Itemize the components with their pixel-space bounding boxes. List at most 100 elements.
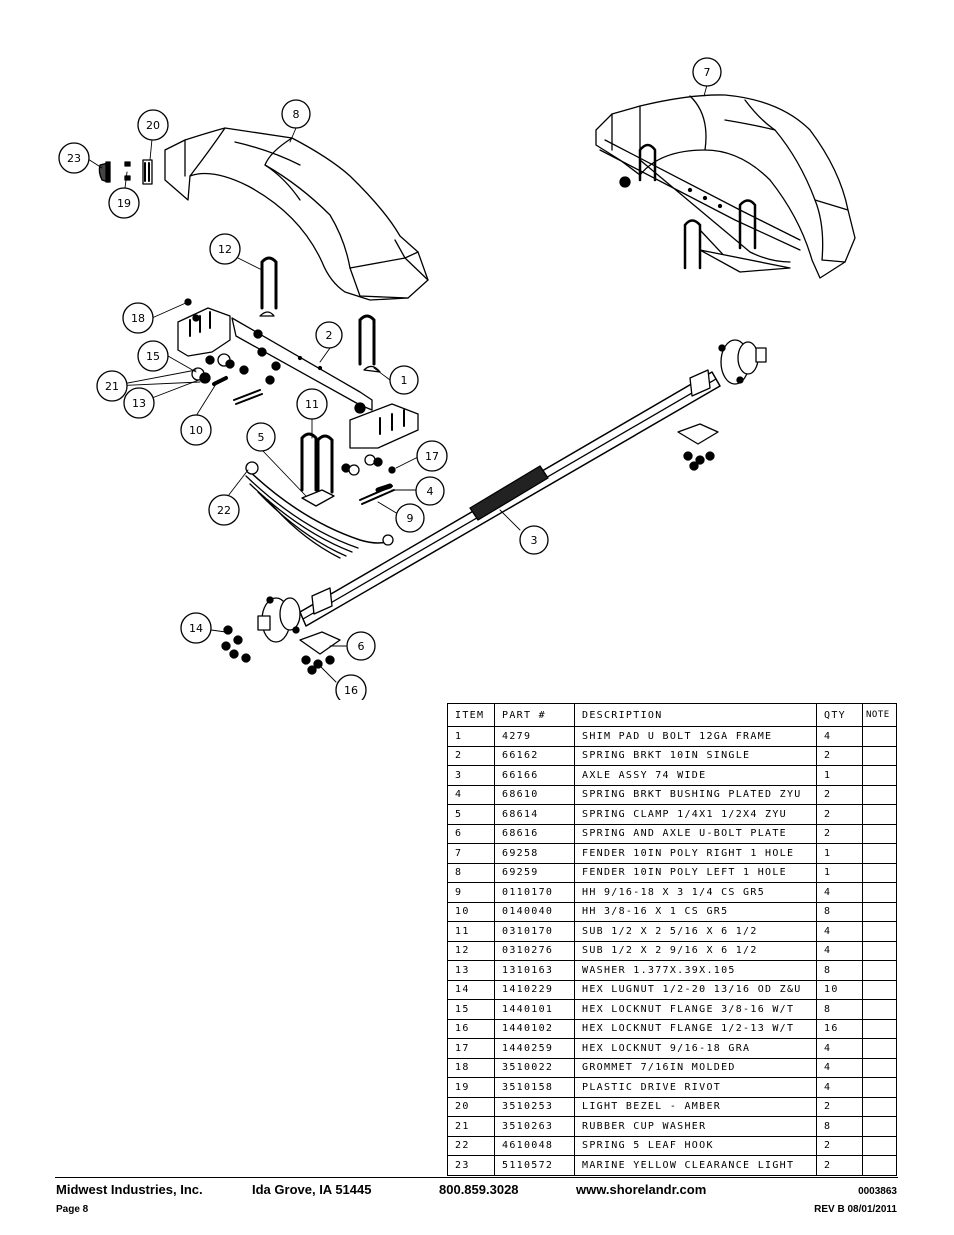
cell-part-number: 3510022	[494, 1057, 575, 1078]
svg-text:13: 13	[132, 397, 146, 410]
cell-description: SPRING AND AXLE U-BOLT PLATE	[574, 823, 817, 844]
cell-item: 22	[447, 1135, 495, 1156]
cell-note	[862, 901, 897, 922]
cell-part-number: 3510263	[494, 1116, 575, 1137]
callout-12: 12	[209, 233, 241, 265]
callout-23: 23	[58, 142, 90, 174]
cell-qty: 4	[816, 940, 863, 961]
cell-note	[862, 1038, 897, 1059]
svg-text:7: 7	[704, 66, 711, 79]
cell-note	[862, 804, 897, 825]
cell-description: FENDER 10IN POLY RIGHT 1 HOLE	[574, 843, 817, 864]
callout-11: 11	[296, 388, 328, 420]
cell-item: 19	[447, 1077, 495, 1098]
callout-10: 10	[180, 414, 212, 446]
cell-description: SPRING BRKT 10IN SINGLE	[574, 745, 817, 766]
cell-description: HH 9/16-18 X 3 1/4 CS GR5	[574, 882, 817, 903]
svg-text:9: 9	[407, 512, 414, 525]
footer-revision: REV B 08/01/2011	[814, 1204, 897, 1215]
cell-item: 23	[447, 1155, 495, 1176]
svg-text:10: 10	[189, 424, 203, 437]
svg-text:17: 17	[425, 450, 439, 463]
spring-hangers-drawing	[177, 256, 419, 507]
cell-note	[862, 1155, 897, 1176]
cell-note	[862, 940, 897, 961]
cell-note	[862, 745, 897, 766]
cell-part-number: 5110572	[494, 1155, 575, 1176]
cell-part-number: 0310276	[494, 940, 575, 961]
svg-text:8: 8	[293, 108, 300, 121]
cell-description: HH 3/8-16 X 1 CS GR5	[574, 901, 817, 922]
cell-note	[862, 843, 897, 864]
header-note: NOTE	[862, 703, 897, 727]
header-item: ITEM	[447, 703, 495, 727]
callout-7: 7	[692, 57, 722, 87]
cell-part-number: 0310170	[494, 921, 575, 942]
cell-part-number: 1440102	[494, 1018, 575, 1039]
callout-3: 3	[519, 525, 549, 555]
cell-note	[862, 1057, 897, 1078]
cell-part-number: 69259	[494, 862, 575, 883]
header-part-number: PART #	[494, 703, 575, 727]
footer-website: www.shorelandr.com	[576, 1182, 707, 1197]
cell-part-number: 68614	[494, 804, 575, 825]
cell-qty: 4	[816, 1077, 863, 1098]
cell-qty: 8	[816, 960, 863, 981]
cell-qty: 8	[816, 999, 863, 1020]
cell-qty: 2	[816, 784, 863, 805]
cell-item: 15	[447, 999, 495, 1020]
cell-qty: 4	[816, 1038, 863, 1059]
cell-description: RUBBER CUP WASHER	[574, 1116, 817, 1137]
cell-note	[862, 960, 897, 981]
cell-note	[862, 862, 897, 883]
cell-item: 5	[447, 804, 495, 825]
exploded-parts-diagram: 8 7 20 23 19 12 18 2 1 15 21 13 10 11 5 …	[58, 57, 856, 700]
callout-1: 1	[389, 365, 419, 395]
svg-text:3: 3	[531, 534, 538, 547]
cell-item: 18	[447, 1057, 495, 1078]
table-header-row: ITEM PART # DESCRIPTION QTY NOTE	[447, 703, 897, 727]
cell-note	[862, 979, 897, 1000]
cell-qty: 1	[816, 862, 863, 883]
cell-item: 11	[447, 921, 495, 942]
cell-qty: 2	[816, 1096, 863, 1117]
svg-text:19: 19	[117, 197, 131, 210]
cell-qty: 8	[816, 901, 863, 922]
svg-text:16: 16	[344, 684, 358, 697]
left-fender-drawing	[164, 127, 429, 301]
cell-item: 17	[447, 1038, 495, 1059]
callout-19: 19	[108, 187, 140, 219]
cell-part-number: 1440259	[494, 1038, 575, 1059]
svg-text:20: 20	[146, 119, 160, 132]
cell-description: FENDER 10IN POLY LEFT 1 HOLE	[574, 862, 817, 883]
callout-21: 21	[96, 370, 128, 402]
cell-part-number: 1440101	[494, 999, 575, 1020]
cell-qty: 4	[816, 726, 863, 747]
cell-part-number: 69258	[494, 843, 575, 864]
cell-part-number: 3510253	[494, 1096, 575, 1117]
cell-description: HEX LUGNUT 1/2-20 13/16 OD Z&U	[574, 979, 817, 1000]
cell-description: HEX LOCKNUT 9/16-18 GRA	[574, 1038, 817, 1059]
cell-qty: 8	[816, 1116, 863, 1137]
cell-qty: 2	[816, 745, 863, 766]
cell-item: 8	[447, 862, 495, 883]
svg-text:5: 5	[258, 431, 265, 444]
footer-company: Midwest Industries, Inc.	[56, 1182, 203, 1197]
svg-text:23: 23	[67, 152, 81, 165]
cell-item: 7	[447, 843, 495, 864]
cell-qty: 2	[816, 1155, 863, 1176]
cell-qty: 4	[816, 882, 863, 903]
cell-description: SPRING BRKT BUSHING PLATED ZYU	[574, 784, 817, 805]
cell-note	[862, 1116, 897, 1137]
